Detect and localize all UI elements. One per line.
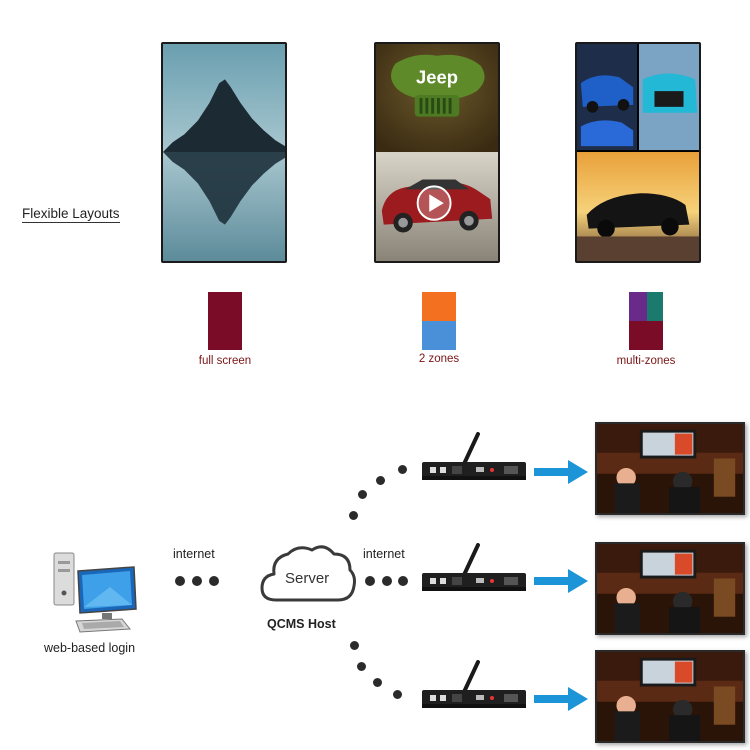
link-dot [175, 576, 185, 586]
link-dot [350, 641, 359, 650]
link-dot [398, 465, 407, 474]
server-cloud-icon [258, 540, 358, 614]
media-player-1 [420, 432, 530, 484]
link-dot [376, 476, 385, 485]
arrow-right-icon [534, 568, 590, 594]
arrow-right-icon [534, 459, 590, 485]
caption-multi-zones: multi-zones [616, 355, 676, 367]
swatch-zone-teal [647, 292, 663, 321]
two-zone-image: Jeep [376, 44, 498, 261]
layout-preview-multi-zones [575, 42, 701, 263]
caption-full-screen: full screen [198, 355, 252, 367]
section-title: Flexible Layouts [22, 206, 120, 223]
link-dot [398, 576, 408, 586]
play-icon[interactable] [429, 194, 444, 212]
link-dot [382, 576, 392, 586]
swatch-full-screen [208, 292, 242, 350]
link-dot [365, 576, 375, 586]
arrow-right-icon [534, 686, 590, 712]
swatch-zone-top [422, 292, 456, 321]
internet-label-left: internet [173, 547, 215, 561]
swatch-multi-zones [629, 292, 663, 350]
swatch-zone-bottom [629, 321, 663, 350]
display-screen-1 [595, 422, 745, 515]
swatch-zone-bottom [422, 321, 456, 350]
client-label: web-based login [44, 641, 136, 655]
link-dot [209, 576, 219, 586]
layout-preview-full-screen [161, 42, 287, 263]
link-dot [349, 511, 358, 520]
swatch-full-zone [208, 292, 242, 350]
media-player-3 [420, 660, 530, 712]
media-player-2 [420, 543, 530, 595]
jeep-logo-text: Jeep [416, 66, 458, 87]
computer-icon [50, 547, 142, 635]
layout-preview-2-zones: Jeep [374, 42, 500, 263]
link-dot [357, 662, 366, 671]
link-dot [358, 490, 367, 499]
multi-zone-image [577, 44, 699, 261]
host-label: QCMS Host [267, 617, 336, 631]
mountain-reflection-image [163, 44, 285, 261]
link-dot [393, 690, 402, 699]
swatch-zone-purple [629, 292, 647, 321]
link-dot [373, 678, 382, 687]
server-label: Server [285, 570, 330, 587]
link-dot [192, 576, 202, 586]
display-screen-3 [595, 650, 745, 743]
display-screen-2 [595, 542, 745, 635]
caption-2-zones: 2 zones [418, 353, 460, 365]
internet-label-right: internet [363, 547, 405, 561]
swatch-2-zones [422, 292, 456, 350]
